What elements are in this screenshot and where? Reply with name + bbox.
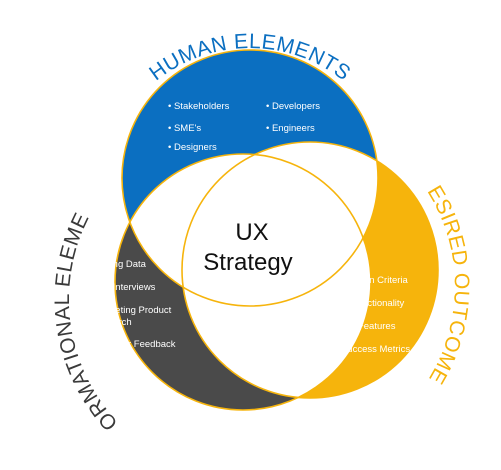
list-item: • SME's — [168, 123, 201, 134]
list-item: • Customer Feedback — [84, 339, 176, 350]
human-elements-list: • Stakeholders • SME's • Designers • Dev… — [168, 101, 320, 153]
informational-elements-list: • Existing Data • User Interviews • Comp… — [84, 259, 176, 350]
outcomes-outline — [181, 141, 439, 399]
desired-outcomes-list: • Design Criteria • Functionality • Feat… — [335, 275, 410, 355]
list-item: • Features — [352, 321, 396, 332]
human-outline — [121, 49, 379, 307]
list-item: • Success Metrics — [335, 344, 410, 355]
list-item: • User Interviews — [84, 282, 156, 293]
informational-outline — [114, 153, 372, 411]
informational-elements-title: INFORMATIONAL ELEMENTS — [0, 0, 122, 435]
center-label-ux: UX — [235, 219, 268, 246]
list-item: • Design Criteria — [339, 275, 409, 286]
overlap-informational-outcomes — [182, 154, 371, 398]
list-item: • Existing Data — [84, 259, 147, 270]
list-item: • Stakeholders — [168, 101, 230, 112]
center-label-strategy: Strategy — [203, 249, 292, 276]
list-item: • Engineers — [266, 123, 315, 134]
list-item-continuation: Research — [91, 317, 132, 328]
list-item: • Functionality — [345, 298, 405, 309]
list-item: • Competing Product — [84, 305, 172, 316]
list-item: • Developers — [266, 101, 320, 112]
list-item: • Designers — [168, 142, 217, 153]
